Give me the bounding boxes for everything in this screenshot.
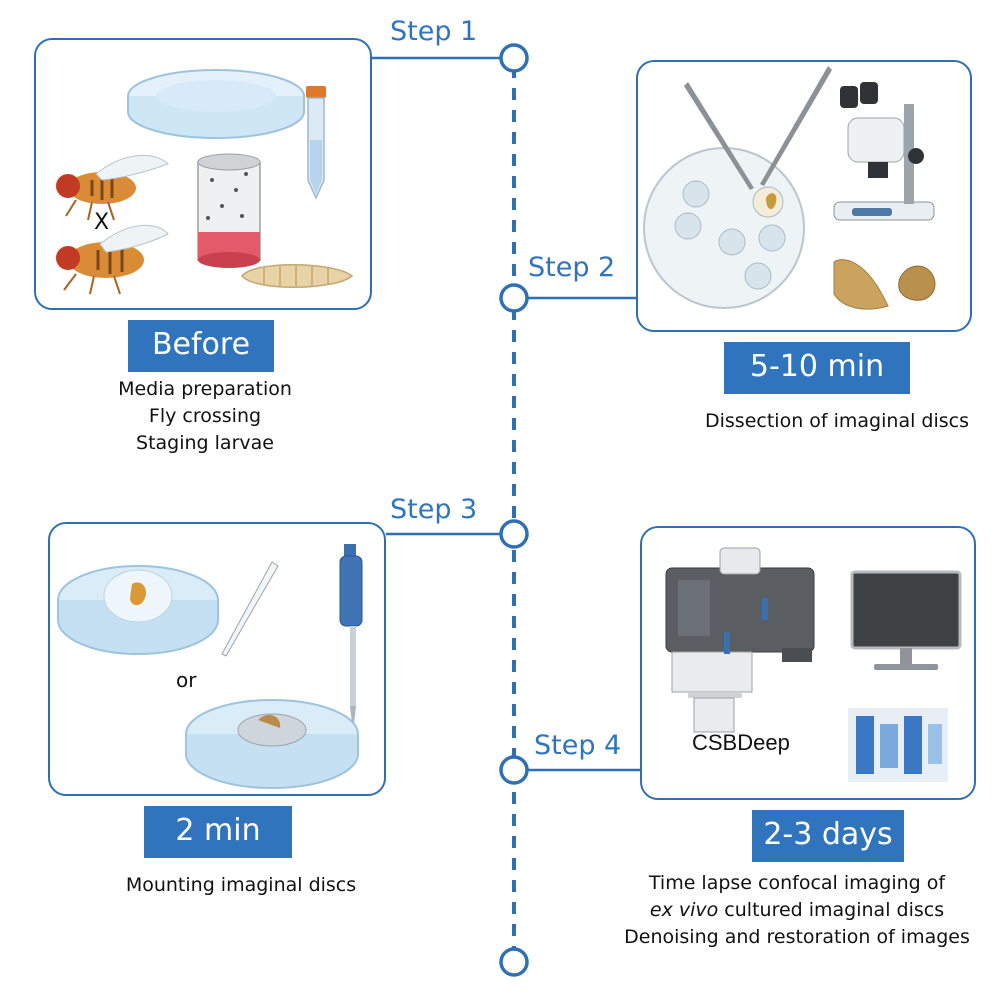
step-3-label: Step 3 <box>390 494 478 525</box>
panel-mounting: or <box>48 522 386 796</box>
confocal-microscope-icon <box>665 547 815 733</box>
petri-dish-icon <box>127 69 305 139</box>
panel-before: X <box>34 38 372 310</box>
caption-cultured: cultured imaginal discs <box>718 899 945 921</box>
caption-time-lapse: Time lapse confocal imaging of <box>648 872 946 894</box>
step4-caption: Time lapse confocal imaging of ex vivo c… <box>600 870 994 951</box>
petri-dish-icon <box>57 565 219 655</box>
larva-icon <box>241 264 354 288</box>
micropipette-icon <box>339 544 363 724</box>
glass-bottom-dish-icon <box>185 699 359 789</box>
caption-media-preparation: Media preparation <box>118 378 292 400</box>
caption-ex-vivo-italic: ex vivo <box>649 899 719 921</box>
falcon-tube-icon <box>306 86 326 200</box>
caption-fly-crossing: Fly crossing <box>148 405 262 427</box>
fruit-fly-icon <box>56 224 169 295</box>
step2-time-badge: 5-10 min <box>724 342 910 394</box>
fiji-logo-icon <box>848 708 948 782</box>
timeline-node-4 <box>499 755 529 785</box>
before-caption: Media preparation Fly crossing Staging l… <box>60 376 350 457</box>
stereo-microscope-icon <box>833 82 935 221</box>
cross-symbol: X <box>94 210 110 235</box>
caption-staging-larvae: Staging larvae <box>136 432 274 454</box>
timeline-node-3 <box>499 519 529 549</box>
step2-caption: Dissection of imaginal discs <box>705 410 969 432</box>
or-label: or <box>176 668 197 692</box>
caption-denoising: Denoising and restoration of images <box>624 926 970 948</box>
step-1-label: Step 1 <box>390 16 478 47</box>
fruit-fly-icon <box>56 154 169 221</box>
caption-ex-vivo: ex vivo cultured imaginal discs <box>600 897 994 924</box>
fly-vial-icon <box>197 153 261 268</box>
csbdeep-label: CSBDeep <box>692 730 790 755</box>
tweezers-icon <box>684 66 832 190</box>
dissection-plate-icon <box>643 147 805 309</box>
imaginal-disc-icon <box>766 193 936 310</box>
step-2-label: Step 2 <box>528 252 616 283</box>
step3-caption: Mounting imaginal discs <box>125 874 357 896</box>
step3-time-badge: 2 min <box>144 806 292 858</box>
pipette-icon <box>221 561 279 657</box>
monitor-icon <box>850 570 962 670</box>
panel-imaging: CSBDeep <box>640 526 976 800</box>
timeline-node-1 <box>499 43 529 73</box>
timeline-node-2 <box>499 283 529 313</box>
step-4-label: Step 4 <box>534 730 622 761</box>
step4-time-badge: 2-3 days <box>752 810 904 862</box>
timeline-node-end <box>499 947 529 977</box>
before-badge: Before <box>128 320 274 372</box>
panel-dissection <box>636 60 972 332</box>
